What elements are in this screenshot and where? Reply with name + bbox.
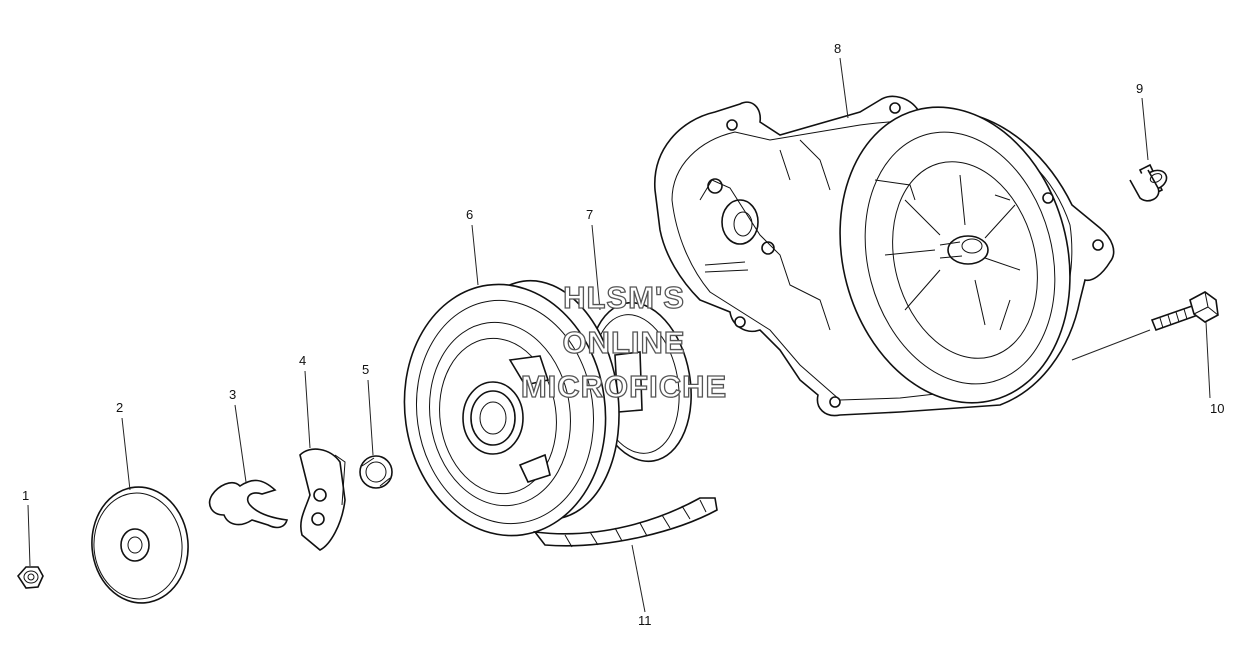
callout-8: 8 <box>834 41 841 56</box>
part-6-rope-reel <box>403 279 620 537</box>
part-10-bolt <box>1150 291 1219 332</box>
watermark: HLSM'S ONLINE MICROFICHE <box>520 279 727 404</box>
watermark-line-2: ONLINE <box>562 325 685 360</box>
callout-11: 11 <box>638 613 652 628</box>
callout-10: 10 <box>1210 401 1224 416</box>
callout-1: 1 <box>22 488 29 503</box>
watermark-line-3: MICROFICHE <box>521 369 727 404</box>
part-5-pawl-spring <box>359 455 393 489</box>
callout-9: 9 <box>1136 81 1143 96</box>
callout-7: 7 <box>586 207 593 222</box>
callout-6: 6 <box>466 207 473 222</box>
part-2-friction-plate <box>91 486 189 604</box>
callout-3: 3 <box>229 387 236 402</box>
watermark-line-1: HLSM'S <box>563 280 685 315</box>
callout-4: 4 <box>299 353 306 368</box>
callout-numbers: 1 2 3 4 5 6 7 8 9 10 11 <box>22 41 1224 628</box>
leader-lines <box>27 57 1211 613</box>
callout-5: 5 <box>362 362 369 377</box>
part-3-spring-clip <box>208 479 289 529</box>
part-1-nut <box>16 566 44 589</box>
part-8-starter-housing <box>654 95 1115 417</box>
callout-2: 2 <box>116 400 123 415</box>
part-11-starter-rope <box>533 497 718 548</box>
part-9-bushing <box>1129 163 1168 202</box>
part-4-pawl <box>299 448 346 551</box>
